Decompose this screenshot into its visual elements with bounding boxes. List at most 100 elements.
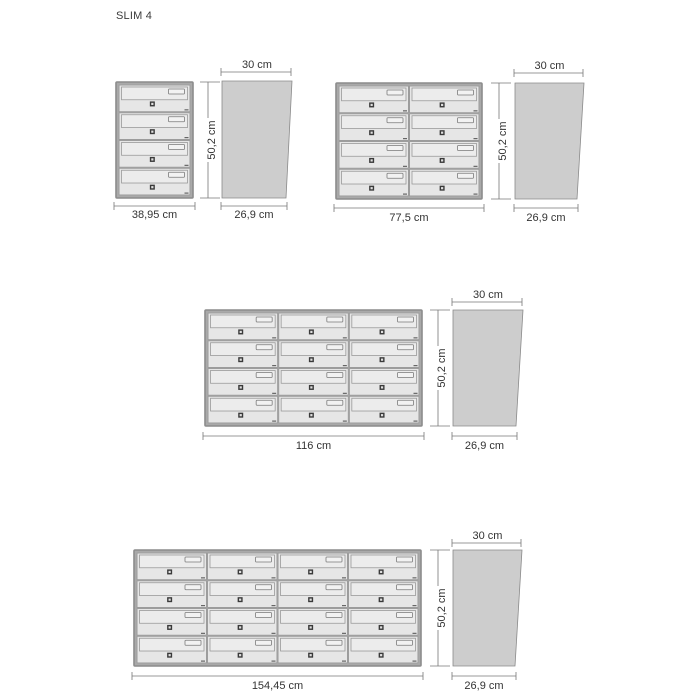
depth-bottom-dimension: 26,9 cm (220, 202, 288, 221)
name-tag-window (386, 117, 404, 124)
config-4-columns: 154,45 cm 50,2 cm 30 cm 26,9 cm (131, 530, 523, 692)
mailbox-unit (118, 84, 191, 113)
mailbox-unit (136, 635, 207, 664)
mailbox-unit (338, 141, 409, 169)
mailbox-unit (277, 635, 348, 664)
door-corner-mark (342, 632, 346, 634)
name-tag-window (168, 171, 185, 178)
width-label: 154,45 cm (252, 680, 303, 692)
lock-keyhole (309, 598, 312, 601)
mailbox-unit (349, 395, 420, 424)
front-view (115, 81, 194, 199)
door-corner-mark (403, 138, 407, 140)
lock-keyhole (151, 186, 154, 189)
depth-bottom-label: 26,9 cm (464, 680, 503, 692)
lock-keyhole (239, 654, 242, 657)
height-dimension: 50,2 cm (491, 82, 511, 200)
height-label: 50,2 cm (436, 588, 448, 627)
front-view (133, 549, 422, 667)
door-corner-mark (413, 337, 418, 339)
mailbox-unit (349, 368, 420, 396)
lock-keyhole (310, 386, 313, 389)
door-corner-mark (184, 192, 189, 194)
name-tag-window (397, 316, 414, 323)
name-tag-window (255, 612, 272, 618)
door-corner-mark (201, 605, 205, 607)
mailbox-unit (207, 552, 278, 581)
door-corner-mark (342, 392, 347, 394)
lock-keyhole (151, 130, 154, 133)
name-tag-window (184, 556, 202, 563)
door-corner-mark (271, 577, 276, 579)
name-tag-window (255, 556, 272, 563)
height-dimension: 50,2 cm (200, 81, 220, 199)
mailbox-unit (277, 608, 348, 636)
mailbox-unit (118, 112, 191, 140)
name-tag-window (397, 399, 414, 406)
lock-keyhole (380, 626, 383, 629)
door-corner-mark (473, 110, 478, 112)
front-view (335, 82, 483, 200)
mailbox-unit (348, 608, 419, 636)
door-corner-mark (412, 660, 417, 662)
name-tag-window (396, 556, 413, 563)
height-dimension: 50,2 cm (430, 549, 450, 667)
door-corner-mark (272, 365, 277, 367)
door-corner-mark (413, 392, 418, 394)
name-tag-window (396, 639, 413, 646)
side-view (452, 549, 523, 667)
height-label-bg (434, 586, 448, 630)
lock-keyhole (168, 598, 171, 601)
lock-keyhole (239, 358, 242, 361)
height-dimension: 50,2 cm (430, 309, 450, 427)
name-tag-window (386, 172, 404, 179)
lock-keyhole (441, 103, 444, 107)
lock-keyhole (309, 570, 312, 574)
lock-keyhole (168, 570, 171, 574)
height-label: 50,2 cm (497, 121, 509, 160)
side-view (221, 80, 293, 199)
name-tag-window (325, 639, 343, 646)
name-tag-window (396, 612, 413, 618)
door-corner-mark (342, 660, 346, 662)
width-label: 116 cm (296, 440, 331, 452)
name-tag-window (168, 144, 185, 150)
lock-keyhole (239, 626, 242, 629)
door-corner-mark (412, 605, 417, 607)
name-tag-window (184, 639, 202, 646)
mailbox-unit (207, 608, 278, 636)
mailbox-unit (136, 608, 207, 636)
lock-keyhole (309, 654, 312, 657)
depth-bottom-dimension: 26,9 cm (513, 204, 579, 224)
lock-keyhole (168, 654, 171, 657)
name-tag-window (326, 399, 344, 406)
depth-top-label: 30 cm (473, 289, 503, 301)
mailbox-unit (348, 552, 419, 581)
door-corner-mark (342, 577, 346, 579)
door-corner-mark (271, 632, 276, 634)
width-dimension: 154,45 cm (131, 672, 424, 692)
name-tag-window (255, 639, 272, 646)
mailbox-unit (349, 312, 420, 341)
lock-keyhole (151, 102, 154, 106)
lock-keyhole (239, 598, 242, 601)
name-tag-window (255, 372, 273, 378)
lock-keyhole (239, 386, 242, 389)
door-corner-mark (473, 165, 478, 167)
depth-top-label: 30 cm (473, 530, 503, 542)
door-corner-mark (403, 110, 407, 112)
lock-keyhole (310, 358, 313, 361)
lock-keyhole (370, 131, 373, 134)
depth-top-dimension: 30 cm (513, 60, 584, 77)
door-corner-mark (201, 632, 205, 634)
mailbox-unit (338, 168, 409, 197)
name-tag-window (326, 372, 344, 378)
name-tag-window (457, 117, 474, 124)
width-dimension: 77,5 cm (333, 204, 485, 224)
door-corner-mark (342, 420, 347, 422)
name-tag-window (255, 584, 272, 591)
door-corner-mark (413, 420, 418, 422)
door-corner-mark (342, 605, 346, 607)
door-corner-mark (184, 164, 189, 166)
